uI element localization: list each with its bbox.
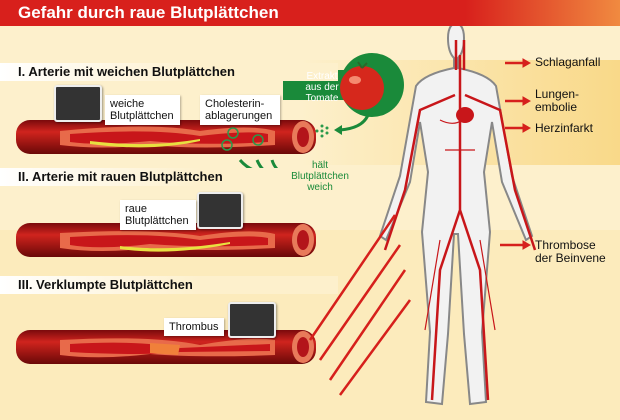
condition-pulmonary-embolism: Lungen-embolie bbox=[535, 87, 580, 114]
condition-arrows bbox=[308, 58, 532, 396]
tomato-extract bbox=[238, 53, 404, 177]
artery-rough bbox=[16, 223, 316, 257]
micrograph-rough bbox=[197, 192, 243, 229]
label-thrombus: Thrombus bbox=[164, 318, 224, 336]
label-rough-platelets: raue Blutplättchen bbox=[120, 200, 196, 230]
label-cholesterol: Cholesterin-ablagerungen bbox=[200, 95, 280, 125]
section-heading-2: II. Arterie mit rauen Blutplättchen bbox=[0, 168, 338, 186]
artery-soft bbox=[16, 120, 316, 154]
condition-leg-thrombosis: Thrombose der Beinvene bbox=[535, 238, 606, 265]
section-heading-3: III. Verklumpte Blutplättchen bbox=[0, 276, 338, 294]
tomato-label: Extrakt aus der Tomate bbox=[305, 71, 339, 104]
title-bar: Gefahr durch raue Blutplättchen bbox=[0, 0, 620, 26]
page-title: Gefahr durch raue Blutplättchen bbox=[18, 3, 279, 22]
human-body bbox=[378, 21, 537, 406]
condition-heart-attack: Herzinfarkt bbox=[535, 121, 594, 135]
micrograph-thrombus bbox=[228, 302, 276, 338]
artery-thrombus bbox=[16, 330, 316, 364]
condition-stroke: Schlaganfall bbox=[535, 55, 601, 69]
micrograph-soft bbox=[54, 85, 102, 122]
section-heading-1: I. Arterie mit weichen Blutplättchen bbox=[0, 63, 338, 81]
label-soft-platelets: weiche Blutplättchen bbox=[105, 95, 180, 125]
tomato-effect: hält Blutplättchen weich bbox=[291, 160, 349, 193]
